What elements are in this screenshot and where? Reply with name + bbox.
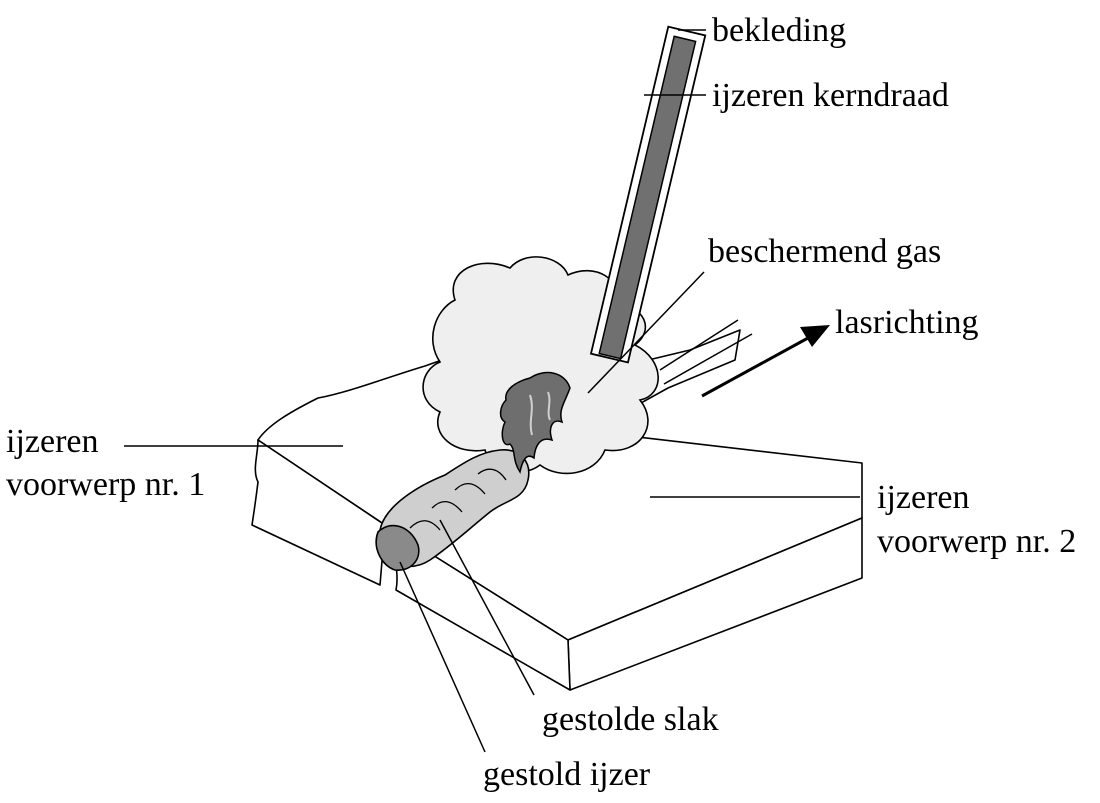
leader-lines (124, 29, 860, 753)
label-solidified-slag: gestolde slak (542, 701, 719, 738)
welding-direction-arrow (701, 325, 830, 398)
leader-shielding-gas (587, 271, 705, 394)
electrode-core-wire (598, 35, 697, 360)
electrode (589, 25, 707, 364)
label-object-2-line1: ijzeren (877, 479, 970, 516)
iron-object-1-front-edge (251, 439, 386, 586)
label-shielding-gas: beschermend gas (708, 233, 941, 270)
label-core-wire: ijzeren kerndraad (712, 77, 949, 114)
solidified-iron (375, 524, 420, 571)
solidified-slag (379, 449, 530, 568)
label-solidified-iron: gestold ijzer (483, 756, 651, 793)
leader-solid-iron (399, 561, 486, 753)
label-coating: bekleding (712, 12, 846, 49)
label-welding-direction: lasrichting (835, 304, 979, 341)
label-object-1-line2: voorwerp nr. 1 (6, 466, 205, 503)
flame-highlights (529, 391, 551, 436)
label-object-1-line1: ijzeren (6, 423, 99, 460)
welding-flame (499, 371, 571, 474)
shielding-gas-cloud (422, 256, 659, 475)
label-object-2-line2: voorwerp nr. 2 (877, 523, 1076, 560)
leader-slag (439, 519, 535, 696)
slag-ripples (409, 468, 507, 531)
